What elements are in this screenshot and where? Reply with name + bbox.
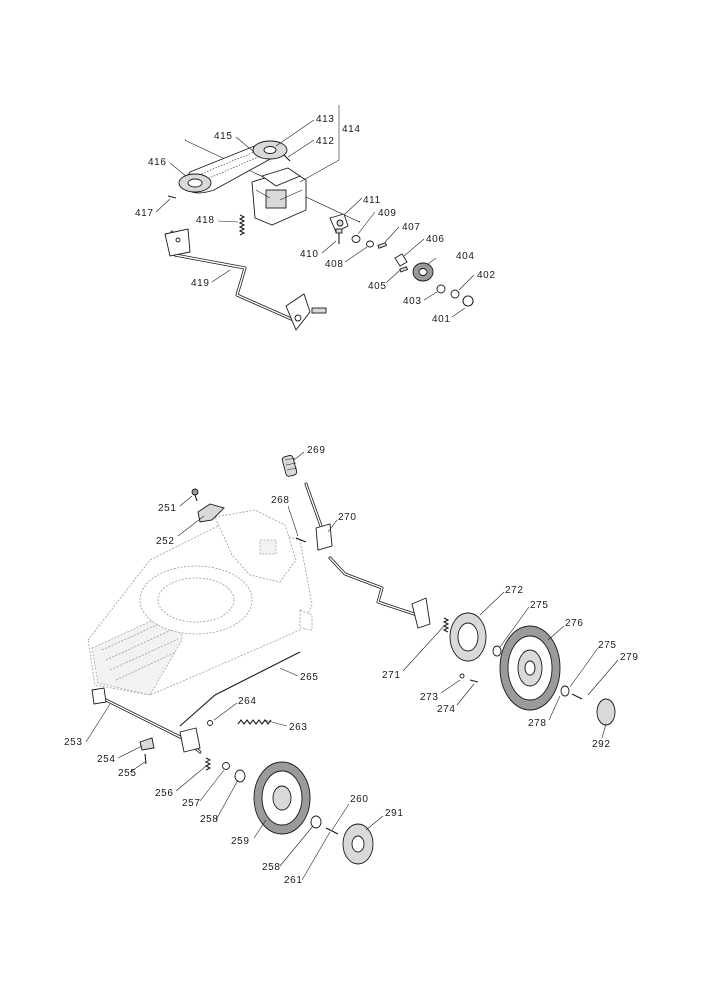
label-269: 269 bbox=[307, 445, 326, 456]
wheel-assembly bbox=[91, 455, 616, 865]
label-291: 291 bbox=[385, 808, 404, 819]
label-263: 263 bbox=[289, 722, 308, 733]
label-270: 270 bbox=[338, 512, 357, 523]
label-257: 257 bbox=[182, 798, 201, 809]
label-264: 264 bbox=[238, 696, 257, 707]
label-418: 418 bbox=[196, 215, 215, 226]
label-260: 260 bbox=[350, 794, 369, 805]
label-413: 413 bbox=[316, 114, 335, 125]
label-404: 404 bbox=[456, 251, 475, 262]
label-276: 276 bbox=[565, 618, 584, 629]
label-414: 414 bbox=[342, 124, 361, 135]
label-403: 403 bbox=[403, 296, 422, 307]
drive-leader-lines bbox=[155, 105, 475, 318]
label-251: 251 bbox=[158, 503, 177, 514]
label-415: 415 bbox=[214, 131, 233, 142]
label-258-lower: 258 bbox=[262, 862, 281, 873]
label-407: 407 bbox=[402, 222, 421, 233]
label-419: 419 bbox=[191, 278, 210, 289]
label-259: 259 bbox=[231, 836, 250, 847]
label-253: 253 bbox=[64, 737, 83, 748]
label-408: 408 bbox=[325, 259, 344, 270]
label-401: 401 bbox=[432, 314, 451, 325]
label-416: 416 bbox=[148, 157, 167, 168]
label-273: 273 bbox=[420, 692, 439, 703]
label-265: 265 bbox=[300, 672, 319, 683]
label-272: 272 bbox=[505, 585, 524, 596]
label-411: 411 bbox=[363, 195, 381, 206]
label-275-upper: 275 bbox=[530, 600, 549, 611]
label-409: 409 bbox=[378, 208, 397, 219]
wheel-leader-lines bbox=[85, 451, 619, 881]
label-405: 405 bbox=[368, 281, 387, 292]
label-292: 292 bbox=[592, 739, 611, 750]
label-402: 402 bbox=[477, 270, 496, 281]
label-254: 254 bbox=[97, 754, 116, 765]
label-252: 252 bbox=[156, 536, 175, 547]
drive-part-labels: 413 415 412 414 416 417 418 411 409 410 … bbox=[135, 114, 496, 325]
label-412: 412 bbox=[316, 136, 335, 147]
label-261: 261 bbox=[284, 875, 303, 886]
label-256: 256 bbox=[155, 788, 174, 799]
label-406: 406 bbox=[426, 234, 445, 245]
label-255: 255 bbox=[118, 768, 137, 779]
mower-deck-ghost bbox=[87, 509, 313, 696]
drive-assembly bbox=[164, 139, 474, 331]
label-271: 271 bbox=[382, 670, 401, 681]
label-278: 278 bbox=[528, 718, 547, 729]
label-417: 417 bbox=[135, 208, 154, 219]
wheel-part-labels: 269 251 268 270 252 272 275 276 275 279 … bbox=[64, 445, 639, 886]
label-268: 268 bbox=[271, 495, 290, 506]
label-258-upper: 258 bbox=[200, 814, 219, 825]
label-279: 279 bbox=[620, 652, 639, 663]
label-275-lower: 275 bbox=[598, 640, 617, 651]
label-274: 274 bbox=[437, 704, 456, 715]
label-410: 410 bbox=[300, 249, 319, 260]
